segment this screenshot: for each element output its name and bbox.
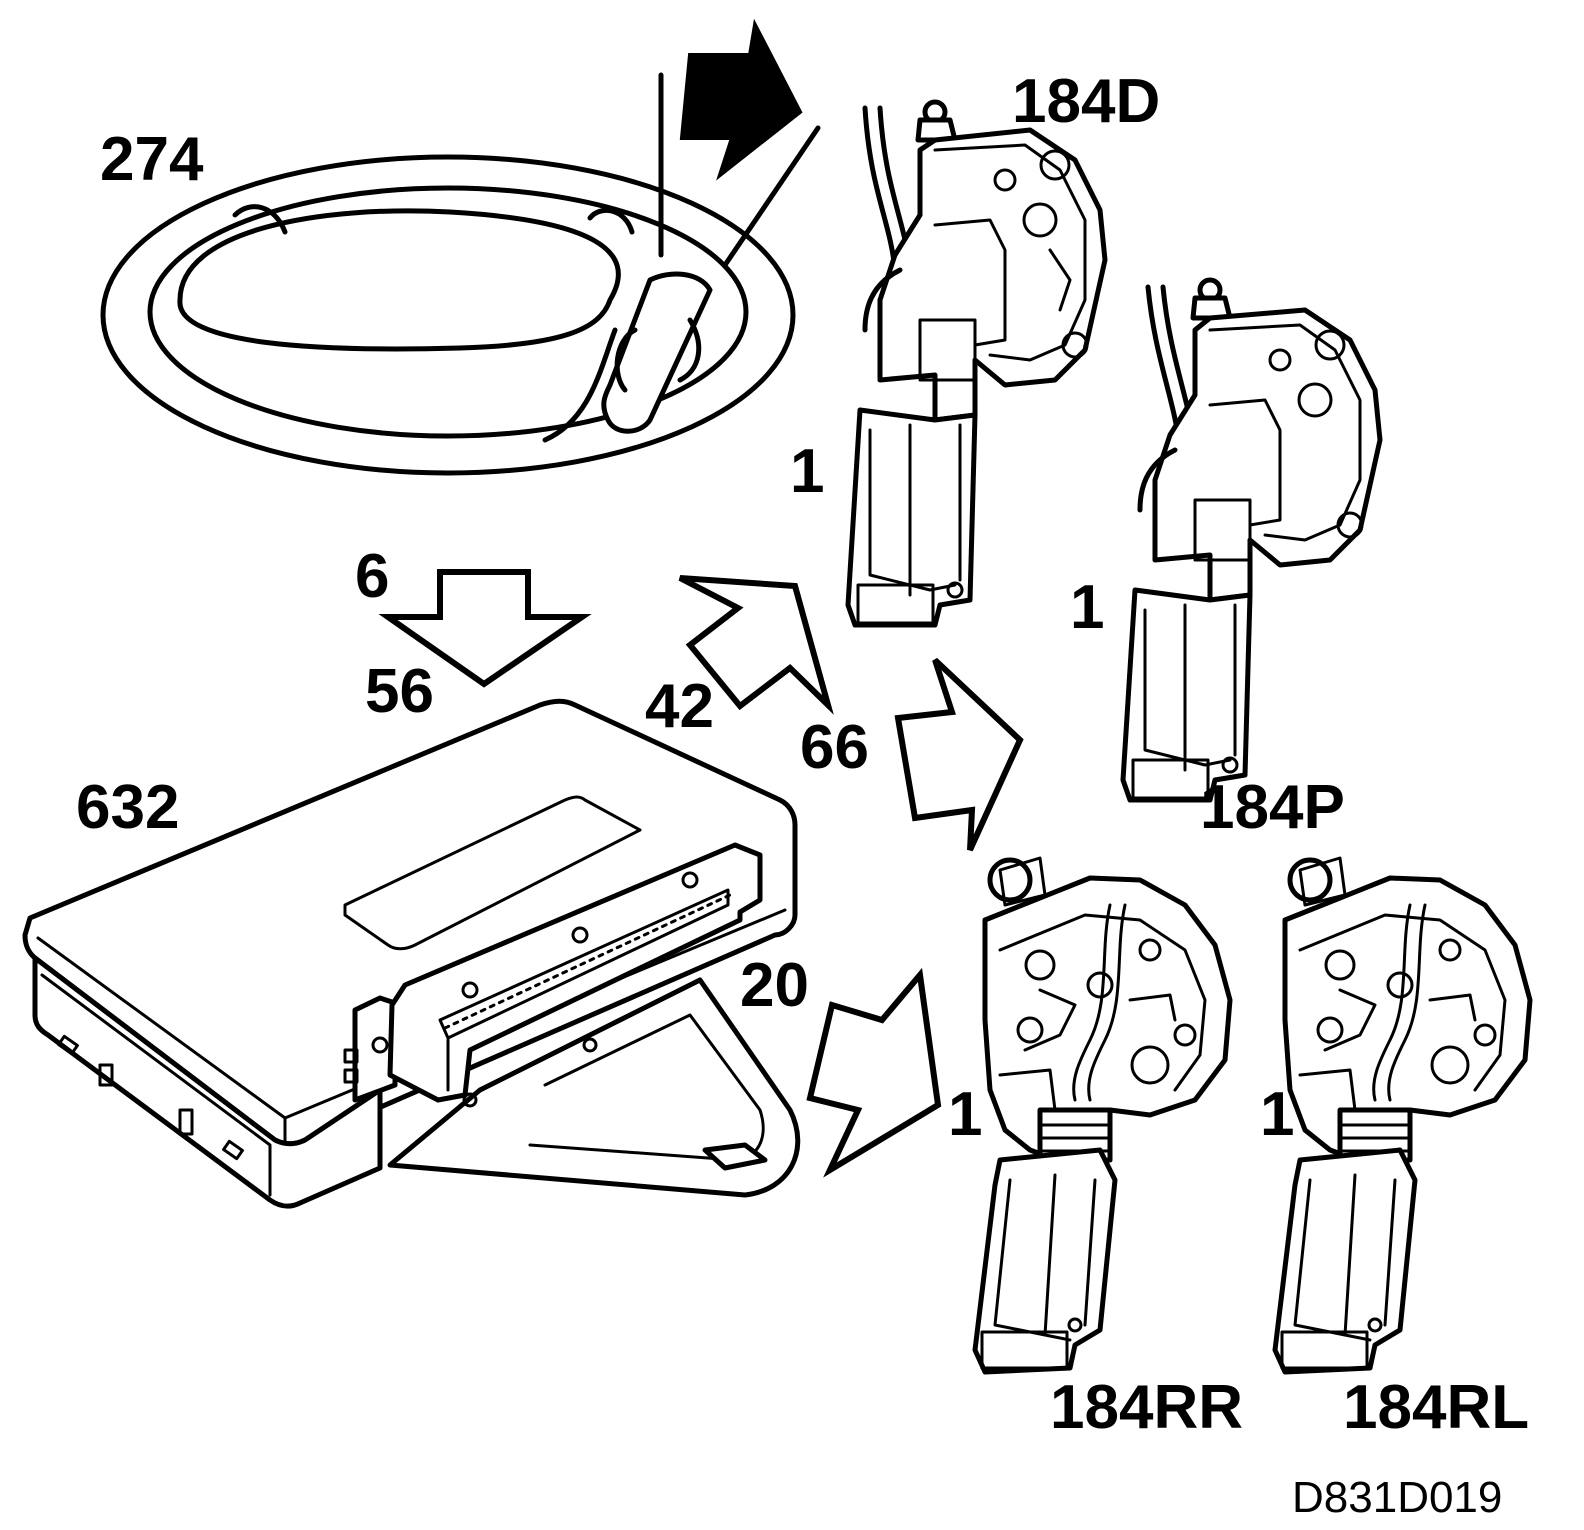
figure-id: D831D019 bbox=[1292, 1473, 1502, 1522]
signal-arrow-20-icon bbox=[806, 967, 942, 1178]
label-632: 632 bbox=[76, 773, 179, 842]
label-wire-6: 6 bbox=[355, 542, 389, 611]
lock-actuator-184rr-icon bbox=[972, 856, 1233, 1375]
lock-actuator-184d-icon bbox=[845, 99, 1108, 628]
label-wire-66: 66 bbox=[800, 713, 869, 782]
signal-arrow-42-icon bbox=[678, 575, 834, 715]
signal-arrow-66-icon bbox=[894, 657, 1024, 852]
signal-arrow-6-56-icon bbox=[378, 569, 592, 688]
label-184d: 184D bbox=[1012, 67, 1160, 136]
door-handle-icon bbox=[100, 18, 821, 476]
label-184rr: 184RR bbox=[1050, 1373, 1243, 1442]
lock-actuator-184p-icon bbox=[1120, 277, 1383, 803]
label-pin-1-rear-right: 1 bbox=[948, 1080, 982, 1149]
lock-actuator-184rl-icon bbox=[1272, 856, 1533, 1375]
label-184p: 184P bbox=[1200, 773, 1345, 842]
label-274: 274 bbox=[100, 125, 204, 194]
label-wire-42: 42 bbox=[645, 672, 714, 741]
label-pin-1-rear-left: 1 bbox=[1260, 1080, 1294, 1149]
label-pin-1-passenger: 1 bbox=[1070, 573, 1104, 642]
label-wire-20: 20 bbox=[740, 951, 809, 1020]
label-wire-56: 56 bbox=[365, 657, 434, 726]
control-module-icon bbox=[22, 698, 801, 1209]
label-184rl: 184RL bbox=[1343, 1373, 1529, 1442]
signal-arrow-icon bbox=[679, 18, 803, 181]
label-pin-1-driver: 1 bbox=[790, 437, 824, 506]
